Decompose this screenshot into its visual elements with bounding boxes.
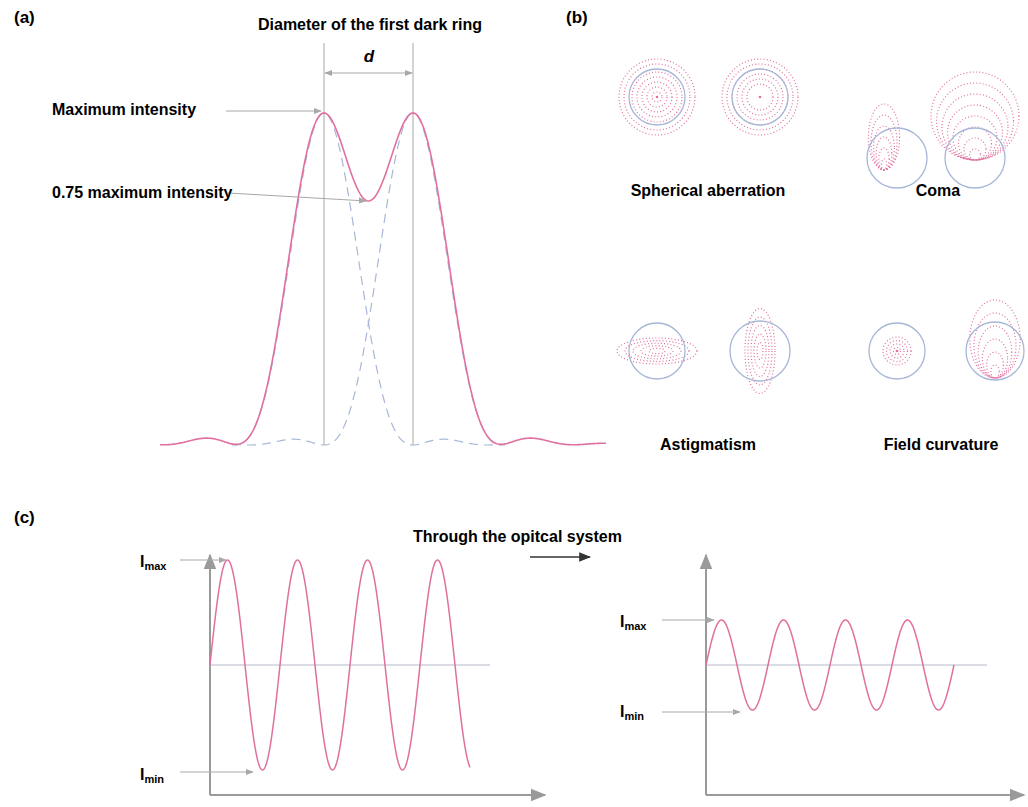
ray-spot: [757, 343, 763, 360]
intensity-label: Imin: [620, 703, 644, 723]
ray-spot: [722, 59, 798, 135]
ray-spot: [748, 317, 772, 385]
ray-spot: [964, 138, 986, 160]
ray-spot: [874, 126, 895, 170]
process-label: Through the opitcal system: [413, 528, 622, 546]
ray-spot: [987, 352, 1004, 378]
leader-arrow: [226, 111, 321, 112]
leader-arrow: [228, 193, 366, 201]
ray-spot: [742, 79, 778, 115]
x-axis: [706, 794, 1024, 796]
ray-spot: [649, 348, 665, 353]
ray-spot: [641, 346, 673, 356]
leader-arrow: [662, 712, 740, 713]
zero-line: [706, 665, 987, 666]
panel-letter: (a): [14, 8, 35, 28]
output-wave: [706, 620, 954, 710]
ray-spot: [937, 83, 1014, 160]
input-wave: [210, 560, 470, 770]
leader-arrow: [180, 560, 226, 561]
ray-spot: [754, 334, 766, 368]
ray-spot: [751, 326, 769, 377]
single-airy-curve: [232, 113, 505, 445]
y-axis: [705, 555, 707, 795]
intensity-label: Imin: [140, 766, 164, 786]
ray-spot: [894, 348, 901, 355]
guide-line: [413, 43, 414, 445]
ray-spot: [619, 59, 695, 135]
ray-spot: [637, 77, 677, 117]
intensity-curve: [160, 113, 606, 445]
airy-disk-circle: [945, 128, 1005, 188]
airy-disk-circle: [629, 323, 685, 379]
ray-spot: [642, 82, 672, 112]
ray-spot: [959, 127, 992, 160]
x-axis: [210, 794, 545, 796]
callout-label: Maximum intensity: [52, 101, 196, 119]
panel-letter: (b): [566, 8, 588, 28]
aberration-name: Astigmatism: [660, 436, 756, 454]
spot-center: [759, 96, 762, 99]
intensity-label: Imax: [140, 553, 166, 573]
ray-spot: [625, 341, 689, 362]
ray-spot: [970, 300, 1020, 378]
panel-letter: (c): [14, 508, 35, 528]
airy-disk-circle: [966, 322, 1024, 380]
ray-spot: [978, 326, 1012, 378]
ray-spot: [876, 137, 892, 170]
ray-spot: [953, 116, 997, 160]
ray-spot: [747, 84, 773, 110]
ray-spot: [883, 337, 911, 365]
ray-spot: [942, 94, 1008, 160]
leader-arrow: [662, 620, 714, 621]
ray-spot: [868, 104, 899, 170]
single-airy-curve: [232, 113, 505, 445]
y-axis: [209, 555, 211, 795]
aberration-name: Field curvature: [884, 436, 999, 454]
ray-spot: [881, 159, 886, 170]
dimension-title: Diameter of the first dark ring: [258, 16, 482, 34]
ray-spot: [931, 72, 1019, 160]
guide-line: [324, 43, 325, 445]
ray-spot: [974, 313, 1016, 378]
ray-spot: [948, 105, 1003, 160]
airy-disk-circle: [629, 69, 685, 125]
process-arrow: [530, 556, 590, 558]
spot-center: [896, 350, 899, 353]
ray-spot: [633, 343, 681, 359]
ray-spot: [632, 72, 682, 122]
intensity-label: Imax: [620, 613, 646, 633]
aberration-name: Spherical aberration: [631, 182, 786, 200]
ray-spot: [652, 92, 662, 102]
ray-spot: [970, 149, 981, 160]
dimension-symbol: d: [364, 47, 374, 67]
ray-spot: [991, 365, 999, 378]
ray-spot: [879, 148, 889, 170]
airy-disk-circle: [730, 321, 790, 381]
aberration-name: Coma: [916, 182, 960, 200]
ray-spot: [887, 341, 908, 362]
airy-disk-circle: [732, 69, 788, 125]
ray-spot: [890, 344, 904, 358]
dimension-arrow: [325, 73, 412, 74]
ray-spot: [727, 64, 793, 130]
airy-disk-circle: [869, 323, 925, 379]
ray-spot: [871, 115, 897, 170]
ray-spot: [647, 87, 667, 107]
ray-spot: [732, 69, 788, 125]
spot-center: [656, 96, 659, 99]
airy-disk-circle: [867, 128, 927, 188]
ray-spot: [624, 64, 690, 130]
ray-spot: [982, 339, 1007, 378]
leader-arrow: [180, 772, 253, 773]
callout-label: 0.75 maximum intensity: [52, 184, 233, 202]
ray-spot: [737, 74, 783, 120]
